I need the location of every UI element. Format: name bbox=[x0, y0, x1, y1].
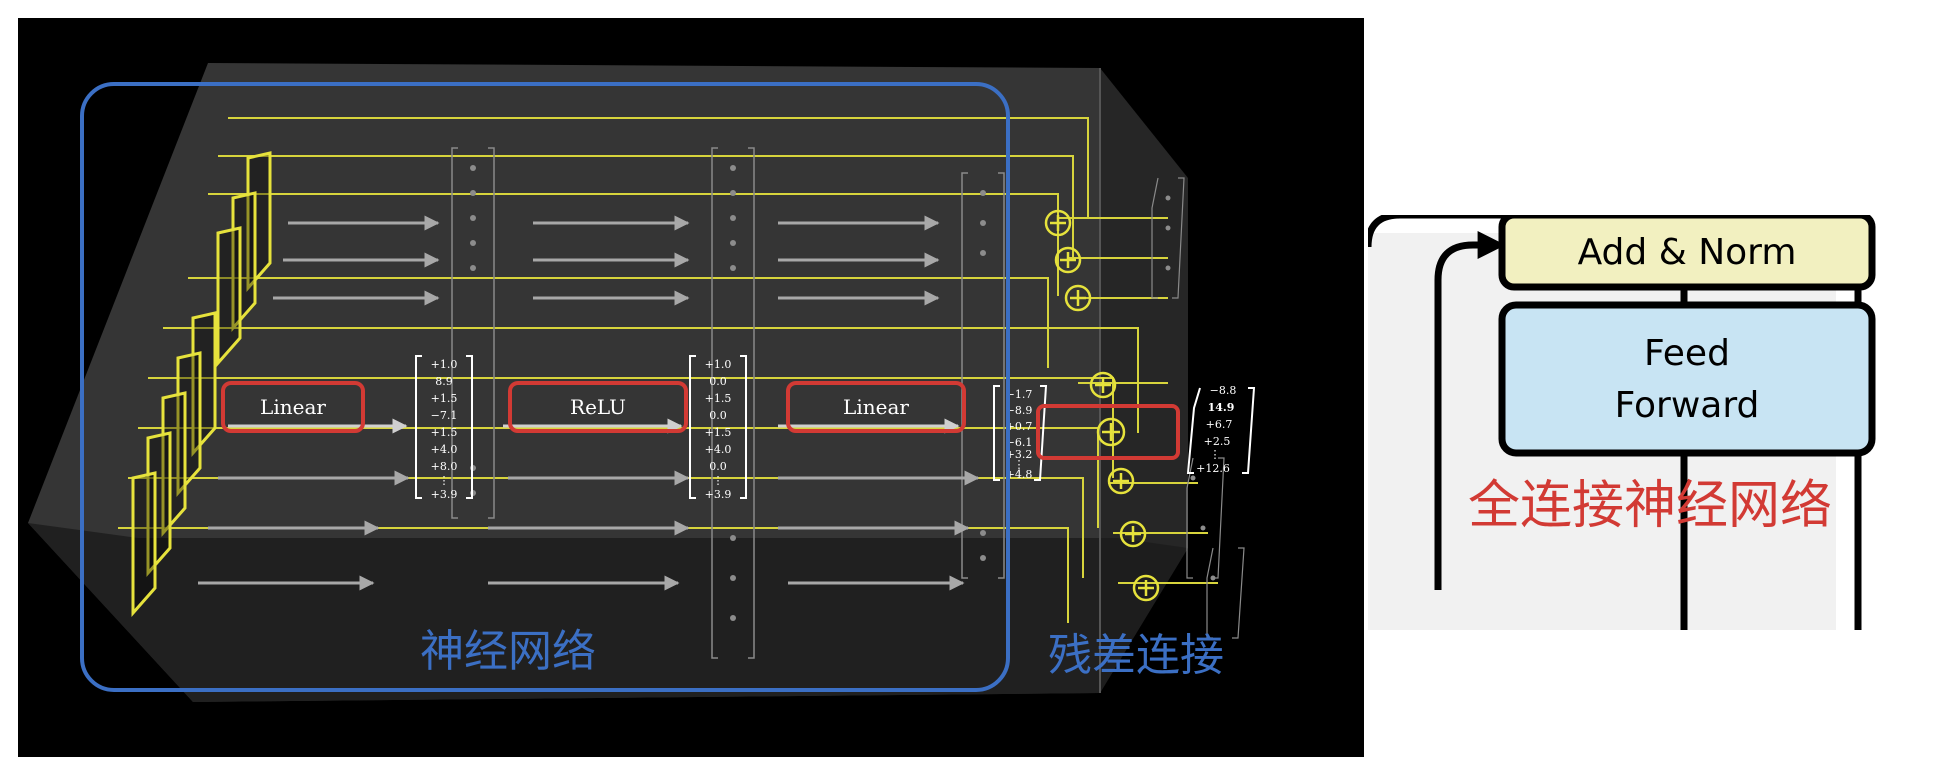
plus-circle-icon bbox=[1096, 417, 1126, 447]
feed-forward-label-line1: Feed bbox=[1644, 333, 1730, 374]
value: 0.0 bbox=[709, 409, 727, 422]
value: ⋮ bbox=[713, 474, 724, 487]
value: ⋮ bbox=[439, 474, 450, 487]
value: ⋮ bbox=[1014, 458, 1025, 471]
value: +3.2 bbox=[1006, 448, 1033, 461]
value: −8.8 bbox=[1210, 384, 1237, 397]
mlp-3d-svg: +1.0 8.9 +1.5 −7.1 +1.5 +4.0 +8.0 ⋮ +3.9… bbox=[18, 18, 1364, 757]
value: +1.5 bbox=[705, 392, 732, 405]
value: ⋮ bbox=[1210, 448, 1221, 461]
residual-connection-label: 残差连接 bbox=[1048, 630, 1224, 681]
vector-mlp-output: −1.7 −8.9 +0.7 −6.1 +3.2 ⋮ +4.8 bbox=[1006, 388, 1033, 481]
box-bottom-face bbox=[28, 523, 1188, 702]
op-label: ReLU bbox=[570, 395, 626, 419]
fully-connected-annotation: 全连接神经网络 bbox=[1468, 476, 1832, 536]
plus-circle-icon bbox=[1054, 246, 1082, 274]
vector-residual-sum: −8.8 14.9 +6.7 +2.5 ⋮ +12.6 bbox=[1196, 384, 1236, 475]
op-label: Linear bbox=[260, 395, 326, 419]
value: 0.0 bbox=[709, 375, 727, 388]
value: +4.0 bbox=[431, 443, 458, 456]
value: +1.5 bbox=[431, 426, 458, 439]
feed-forward-label-line2: Forward bbox=[1615, 385, 1760, 426]
value: +8.0 bbox=[431, 460, 458, 473]
value: +1.5 bbox=[705, 426, 732, 439]
value: +1.0 bbox=[431, 358, 458, 371]
transformer-ffn-svg: Add & Norm Feed Forward 全连接神经网络 bbox=[1368, 215, 1926, 630]
vector-after-relu: +1.0 0.0 +1.5 0.0 +1.5 +4.0 0.0 ⋮ +3.9 bbox=[705, 358, 732, 501]
transformer-ffn-block: Add & Norm Feed Forward 全连接神经网络 bbox=[1368, 215, 1926, 630]
value: +1.5 bbox=[431, 392, 458, 405]
value: −8.9 bbox=[1006, 404, 1033, 417]
value: −7.1 bbox=[431, 409, 458, 422]
value: +3.9 bbox=[431, 488, 458, 501]
mlp-3d-illustration: +1.0 8.9 +1.5 −7.1 +1.5 +4.0 +8.0 ⋮ +3.9… bbox=[18, 18, 1364, 757]
op-linear-2: Linear bbox=[786, 381, 966, 433]
neural-network-frame bbox=[80, 82, 1010, 692]
plus-circle-icon bbox=[1119, 520, 1147, 548]
value: −6.1 bbox=[1006, 436, 1033, 449]
plus-circle-icon bbox=[1044, 209, 1072, 237]
neural-network-label: 神经网络 bbox=[420, 626, 596, 677]
vector-after-linear: +1.0 8.9 +1.5 −7.1 +1.5 +4.0 +8.0 ⋮ +3.9 bbox=[431, 358, 458, 501]
value: 8.9 bbox=[435, 375, 453, 388]
input-token-planes bbox=[131, 151, 272, 617]
value: +1.0 bbox=[705, 358, 732, 371]
value: +2.5 bbox=[1204, 435, 1231, 448]
plus-circle-icon bbox=[1107, 467, 1135, 495]
vector-brackets bbox=[451, 147, 1005, 659]
value: 0.0 bbox=[709, 460, 727, 473]
value: +3.9 bbox=[705, 488, 732, 501]
highlight-brackets bbox=[415, 355, 1256, 499]
value: +4.8 bbox=[1006, 468, 1033, 481]
residual-arrow bbox=[1434, 231, 1506, 590]
op-linear-1: Linear bbox=[221, 381, 365, 433]
plus-circle-icon bbox=[1089, 371, 1117, 399]
residual-add-nodes bbox=[1044, 209, 1160, 602]
flow-arrows bbox=[198, 215, 980, 591]
value: −1.7 bbox=[1006, 388, 1033, 401]
feed-forward-box bbox=[1498, 301, 1876, 457]
value: +6.7 bbox=[1206, 418, 1233, 431]
value: +0.7 bbox=[1006, 420, 1033, 433]
value: 14.9 bbox=[1208, 401, 1235, 414]
residual-add-highlight bbox=[1036, 404, 1180, 460]
vector-values: +1.0 8.9 +1.5 −7.1 +1.5 +4.0 +8.0 ⋮ +3.9… bbox=[431, 358, 1237, 501]
plus-circle-icon bbox=[1132, 574, 1160, 602]
add-norm-box bbox=[1498, 215, 1876, 291]
op-relu: ReLU bbox=[508, 381, 688, 433]
value: +4.0 bbox=[705, 443, 732, 456]
value: +12.6 bbox=[1196, 462, 1230, 475]
op-label: Linear bbox=[843, 395, 909, 419]
add-norm-label: Add & Norm bbox=[1578, 232, 1797, 273]
plus-circle-icon bbox=[1064, 284, 1092, 312]
